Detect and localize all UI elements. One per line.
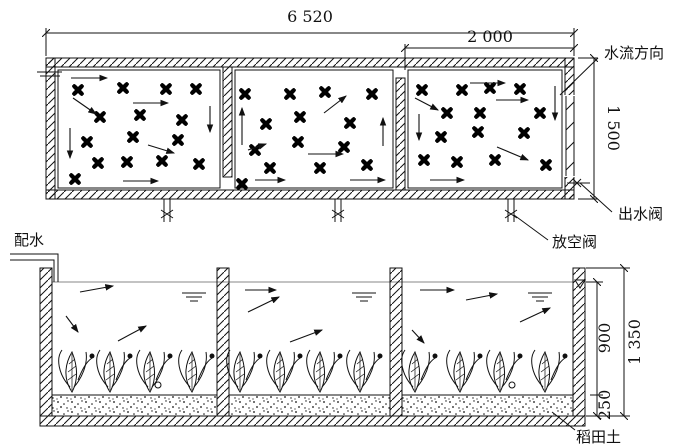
drain-valve-label: 放空阀 bbox=[552, 233, 597, 251]
total-depth-dim: 1 350 bbox=[625, 319, 644, 365]
water-inlet-label: 配水 bbox=[14, 231, 44, 249]
soil-depth-dim: 250 bbox=[595, 390, 614, 421]
plant-symbols bbox=[68, 81, 553, 191]
wetland-plants bbox=[58, 349, 568, 393]
water-level-marks bbox=[182, 279, 586, 302]
water-depth-dim: 900 bbox=[595, 323, 614, 354]
inlet-pipe bbox=[10, 253, 59, 282]
drain-valves-plan bbox=[160, 178, 590, 222]
plan-view: 6 520 2 000 1 500 bbox=[37, 7, 623, 241]
total-length-dim: 6 520 bbox=[287, 7, 333, 26]
plan-partition-1 bbox=[222, 66, 233, 178]
flow-arrows-section bbox=[65, 284, 551, 344]
cell-length-dim: 2 000 bbox=[467, 27, 513, 46]
flow-direction-label: 水流方向 bbox=[604, 44, 664, 62]
section-right-wall bbox=[572, 267, 586, 417]
flow-arrows-plan bbox=[66, 74, 559, 185]
outlet-valve-label: 出水阀 bbox=[618, 205, 663, 223]
section-dimensions bbox=[586, 268, 630, 416]
plan-top-wall bbox=[45, 57, 575, 68]
plan-bottom-wall bbox=[45, 189, 575, 200]
paddy-soil-layer bbox=[51, 394, 218, 417]
plan-width-dim: 1 500 bbox=[604, 105, 623, 151]
paddy-soil-label: 稻田土 bbox=[576, 428, 621, 446]
plan-partition-2 bbox=[395, 77, 406, 191]
plan-dimensions bbox=[46, 28, 598, 199]
section-view: 900 250 1 350 bbox=[10, 253, 644, 431]
section-left-wall bbox=[39, 267, 53, 417]
plan-left-wall bbox=[45, 57, 56, 200]
section-floor bbox=[39, 415, 586, 427]
